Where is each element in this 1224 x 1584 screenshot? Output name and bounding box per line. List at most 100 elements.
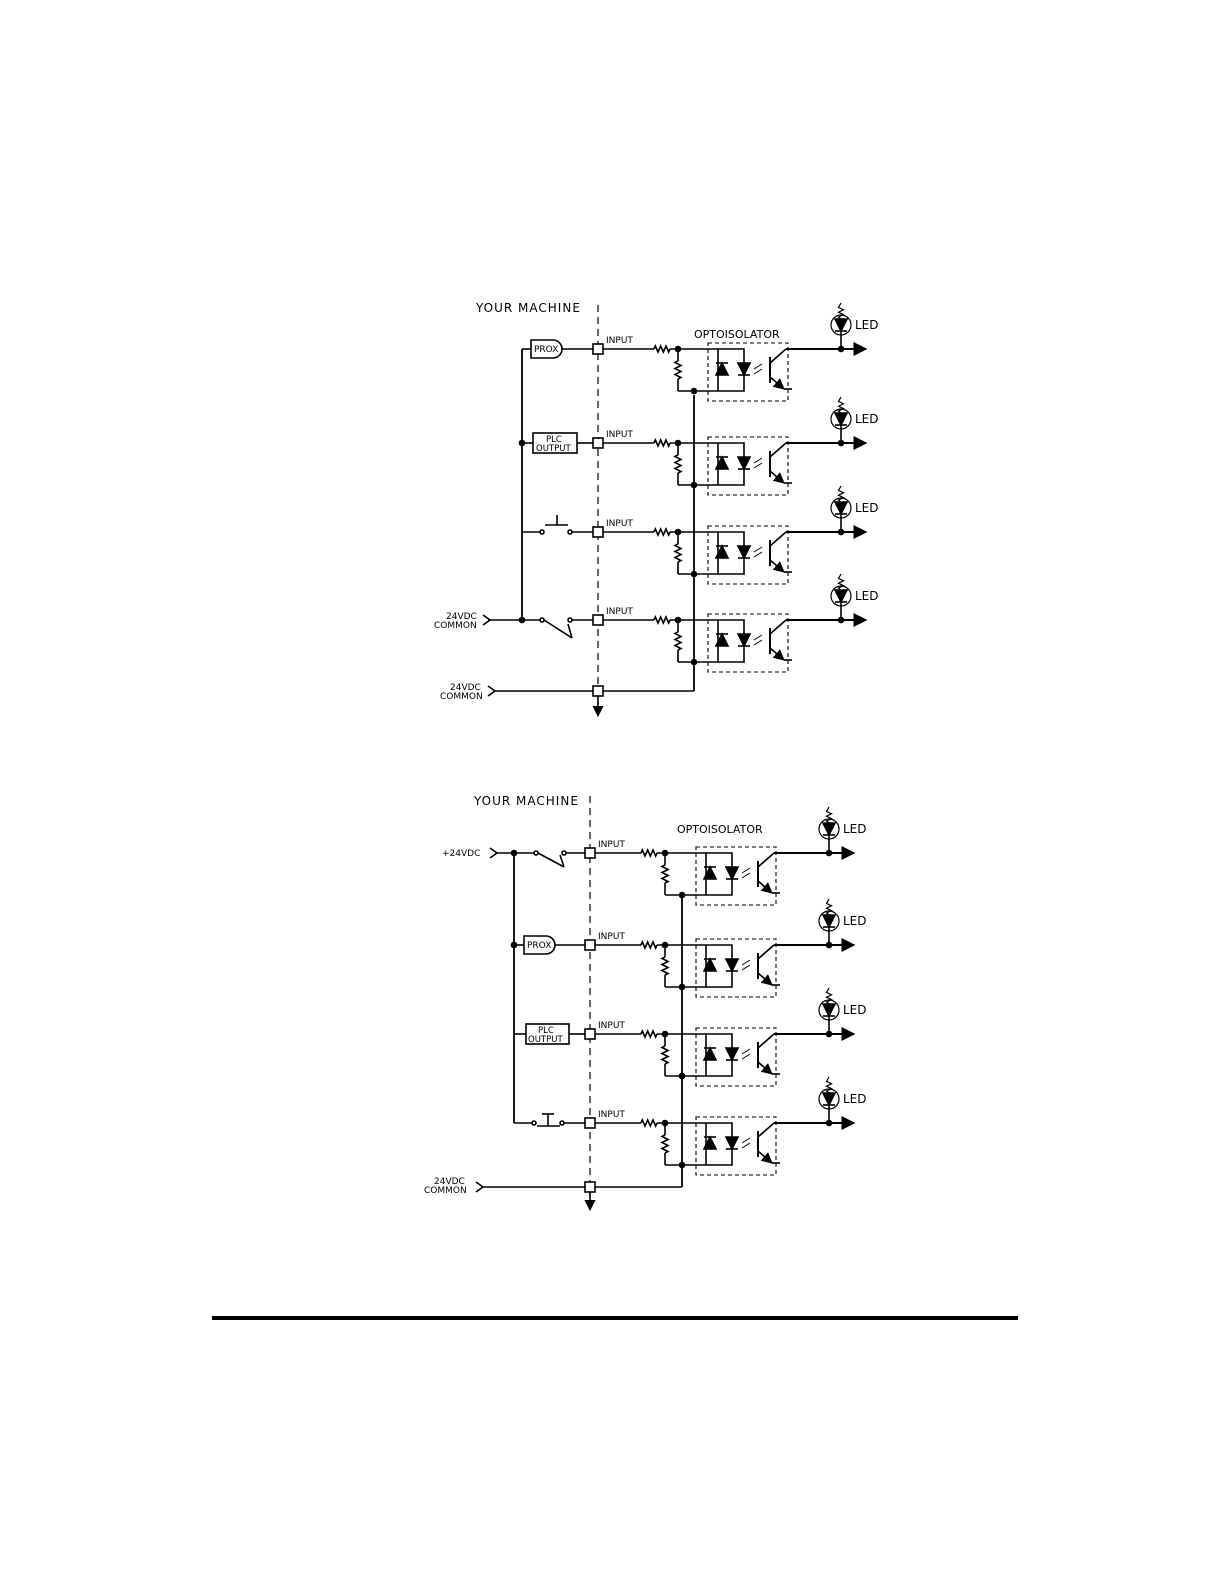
resistor <box>641 850 657 856</box>
phototransistor-emitter <box>758 881 772 893</box>
junction-dot <box>520 618 525 623</box>
junction-dot <box>512 943 517 948</box>
terminal-common <box>593 686 603 696</box>
terminal-common <box>585 1182 595 1192</box>
light-emission-icon <box>754 640 762 645</box>
pushbutton-contact <box>532 1121 536 1125</box>
phototransistor-emitter <box>770 377 784 389</box>
diode <box>726 1048 738 1060</box>
led-label: LED <box>843 1003 867 1017</box>
phototransistor-emitter <box>758 1062 772 1074</box>
supply-bottom-label-line2: COMMON <box>440 692 483 702</box>
diode <box>738 363 750 375</box>
phototransistor-emitter <box>758 1151 772 1163</box>
prox-label: PROX <box>534 345 558 355</box>
resistor <box>662 865 668 883</box>
diode <box>726 1137 738 1149</box>
resistor <box>641 1031 657 1037</box>
input-terminal <box>585 1118 595 1128</box>
light-emission-icon <box>742 868 750 873</box>
page-footer-rule <box>212 1316 1018 1320</box>
input-label: INPUT <box>606 430 633 440</box>
led-label: LED <box>855 589 879 603</box>
input-terminal <box>585 848 595 858</box>
light-emission-icon <box>754 369 762 374</box>
switch-contact <box>534 851 538 855</box>
plc-label-line2: OUTPUT <box>536 444 571 454</box>
junction-dot <box>520 441 525 446</box>
junction-dot <box>680 985 685 990</box>
phototransistor-collector <box>770 349 786 363</box>
resistor <box>641 1120 657 1126</box>
led-label: LED <box>843 1092 867 1106</box>
diode <box>726 959 738 971</box>
light-emission-icon <box>754 458 762 463</box>
input-terminal <box>585 1029 595 1039</box>
diagram-1-title: YOUR MACHINE <box>475 301 581 315</box>
input-label: INPUT <box>598 1021 625 1031</box>
resistor <box>675 455 681 473</box>
phototransistor-emitter <box>758 973 772 985</box>
diode <box>738 546 750 558</box>
input-terminal <box>593 615 603 625</box>
input-channel: INPUT LED <box>593 397 879 495</box>
resistor <box>675 361 681 379</box>
light-emission-icon <box>754 635 762 640</box>
diagram-1: YOUR MACHINE OPTOISOLATOR 24VDC COMMON P… <box>434 301 879 716</box>
led-label: LED <box>855 318 879 332</box>
diagram-1-optoisolator-label: OPTOISOLATOR <box>694 328 780 341</box>
diode <box>738 457 750 469</box>
supply-bottom-arrow <box>488 686 495 696</box>
junction-dot <box>692 483 697 488</box>
phototransistor-collector <box>758 853 774 867</box>
light-emission-icon <box>742 1054 750 1059</box>
junction-dot <box>512 851 517 856</box>
input-channel: INPUTLED <box>585 1077 867 1175</box>
junction-dot <box>692 660 697 665</box>
resistor <box>641 942 657 948</box>
resistor <box>662 1046 668 1064</box>
phototransistor-emitter <box>770 648 784 660</box>
light-emission-icon <box>742 1049 750 1054</box>
junction-dot <box>680 1074 685 1079</box>
light-emission-icon <box>742 965 750 970</box>
diode <box>726 867 738 879</box>
phototransistor-collector <box>758 1123 774 1137</box>
supply-top-arrow <box>483 615 490 625</box>
junction-dot <box>692 389 697 394</box>
phototransistor-emitter <box>770 471 784 483</box>
led-label: LED <box>855 412 879 426</box>
phototransistor-collector <box>770 620 786 634</box>
diagram-2-optoisolator-label: OPTOISOLATOR <box>677 823 763 836</box>
junction-dot <box>680 1163 685 1168</box>
phototransistor-emitter <box>770 560 784 572</box>
input-label: INPUT <box>606 519 633 529</box>
light-emission-icon <box>742 1143 750 1148</box>
diagram-2: YOUR MACHINE OPTOISOLATOR +24VDC PROX PL… <box>424 794 867 1210</box>
supply-top-arrow <box>490 848 497 858</box>
resistor <box>675 632 681 650</box>
input-label: INPUT <box>606 336 633 346</box>
pushbutton-contact <box>568 530 572 534</box>
light-emission-icon <box>742 1138 750 1143</box>
phototransistor-collector <box>758 1034 774 1048</box>
input-channel: INPUT LED <box>585 988 867 1086</box>
input-label: INPUT <box>598 932 625 942</box>
prox-label: PROX <box>527 941 551 951</box>
switch-contact <box>562 851 566 855</box>
supply-top-label: +24VDC <box>442 849 480 859</box>
input-terminal <box>593 527 603 537</box>
switch-contact <box>568 618 572 622</box>
input-channel: INPUT LED <box>593 303 879 401</box>
pushbutton-contact <box>560 1121 564 1125</box>
light-emission-icon <box>742 873 750 878</box>
junction-dot <box>680 893 685 898</box>
resistor <box>654 440 670 446</box>
diagram-2-title: YOUR MACHINE <box>473 794 579 808</box>
resistor <box>654 346 670 352</box>
resistor <box>654 529 670 535</box>
input-channel: INPUTLED <box>585 807 867 905</box>
